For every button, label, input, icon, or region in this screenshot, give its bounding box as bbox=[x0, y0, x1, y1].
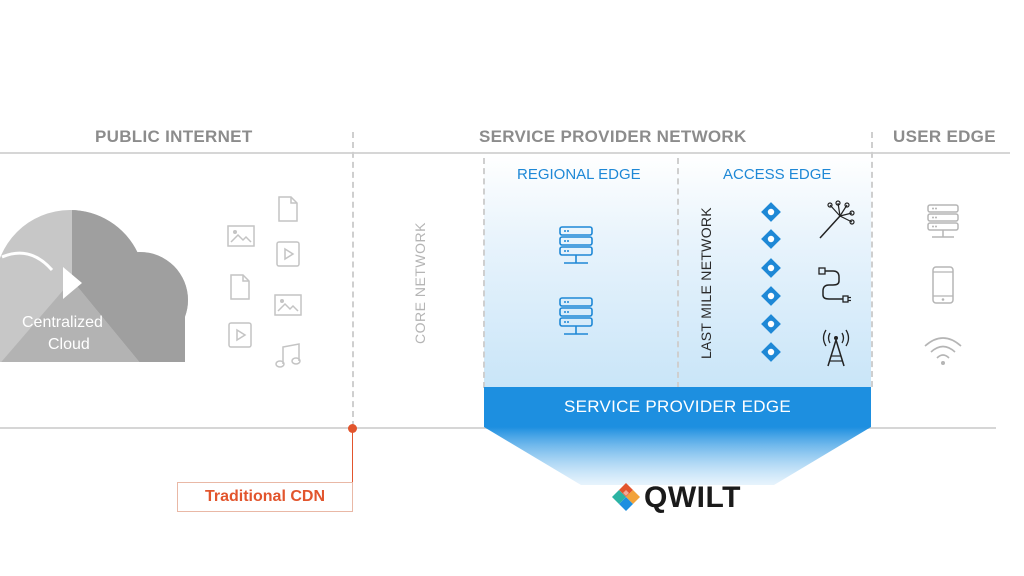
qwilt-node-icon bbox=[761, 202, 781, 222]
qwilt-node-icon bbox=[761, 314, 781, 334]
separator-user-edge bbox=[871, 132, 873, 387]
antenna-icon bbox=[822, 329, 850, 367]
cloud-icon bbox=[0, 210, 188, 362]
qwilt-logo-icon bbox=[612, 483, 640, 511]
server-icon bbox=[559, 226, 593, 264]
service-provider-edge-label: SERVICE PROVIDER EDGE bbox=[563, 397, 792, 416]
fiber-icon bbox=[819, 200, 855, 239]
cloud-label-line1: Centralized bbox=[22, 314, 103, 331]
file-icon bbox=[230, 274, 250, 300]
header-service-provider-network: SERVICE PROVIDER NETWORK bbox=[479, 127, 747, 146]
server-icon bbox=[927, 204, 959, 238]
label-core-network: CORE NETWORK bbox=[412, 222, 428, 344]
qwilt-logo-text: QWILT bbox=[644, 481, 741, 514]
image-icon bbox=[227, 225, 255, 247]
video-icon bbox=[276, 241, 300, 267]
service-provider-edge-band: SERVICE PROVIDER EDGE bbox=[484, 387, 871, 427]
header-user-edge: USER EDGE bbox=[893, 127, 996, 146]
file-icon bbox=[278, 196, 298, 222]
cloud-label-line2: Cloud bbox=[48, 336, 90, 353]
image-icon bbox=[274, 294, 302, 316]
server-icon bbox=[559, 297, 593, 335]
video-icon bbox=[228, 322, 252, 348]
cable-icon bbox=[818, 267, 851, 303]
cdn-marker-dot bbox=[348, 424, 357, 433]
top-divider bbox=[0, 152, 1010, 154]
edge-funnel bbox=[484, 427, 871, 485]
traditional-cdn-label: Traditional CDN bbox=[204, 488, 325, 505]
label-regional-edge: REGIONAL EDGE bbox=[517, 166, 641, 183]
header-public-internet: PUBLIC INTERNET bbox=[95, 127, 253, 146]
qwilt-node-icon bbox=[761, 286, 781, 306]
separator-public-internet bbox=[352, 132, 354, 427]
qwilt-node-icon bbox=[761, 342, 781, 362]
phone-icon bbox=[932, 266, 954, 304]
traditional-cdn-box: Traditional CDN bbox=[177, 482, 353, 512]
label-access-edge: ACCESS EDGE bbox=[723, 166, 832, 183]
separator-core-network bbox=[483, 158, 485, 388]
separator-regional-access bbox=[677, 158, 679, 388]
wifi-icon bbox=[924, 337, 962, 365]
cdn-connector-line bbox=[352, 428, 353, 483]
qwilt-node-icon bbox=[761, 258, 781, 278]
music-icon bbox=[275, 343, 301, 368]
label-last-mile-network: LAST MILE NETWORK bbox=[698, 207, 714, 359]
qwilt-node-icon bbox=[761, 229, 781, 249]
